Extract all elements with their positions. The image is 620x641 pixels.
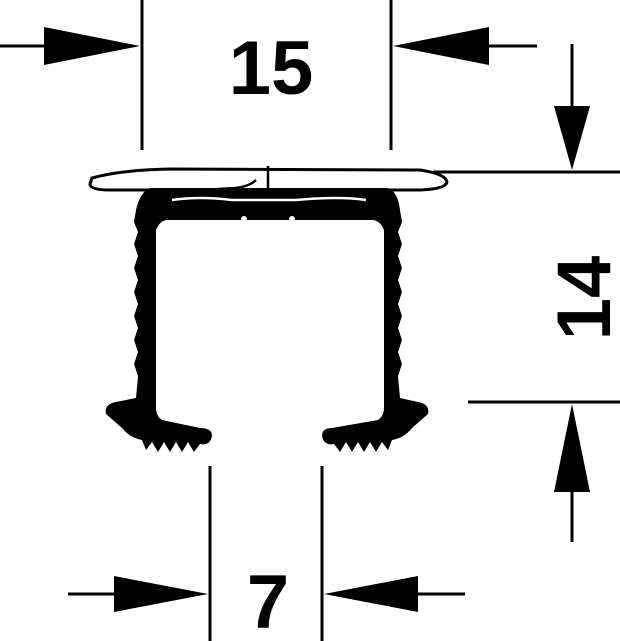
arrow-up-icon	[554, 404, 590, 492]
dimension-height: 14	[433, 44, 620, 542]
dimension-slot-width: 7	[68, 466, 465, 641]
cap-groove	[199, 179, 257, 192]
rail-profile	[88, 166, 449, 452]
arrow-left-icon	[393, 27, 489, 65]
channel-body	[105, 188, 429, 452]
arrow-right-icon	[44, 27, 140, 65]
arrow-right-icon	[114, 576, 208, 612]
dimension-top-width: 15	[0, 0, 537, 150]
channel-top-inner-ridge	[171, 196, 367, 202]
channel-top-notch-right	[289, 216, 295, 222]
channel-top-notch-left	[241, 216, 247, 222]
arrow-down-icon	[554, 106, 590, 170]
arrow-left-icon	[324, 576, 418, 612]
dimension-label-top-width: 15	[229, 26, 314, 111]
dimension-label-slot-width: 7	[247, 560, 289, 641]
dimension-label-height: 14	[542, 256, 620, 341]
